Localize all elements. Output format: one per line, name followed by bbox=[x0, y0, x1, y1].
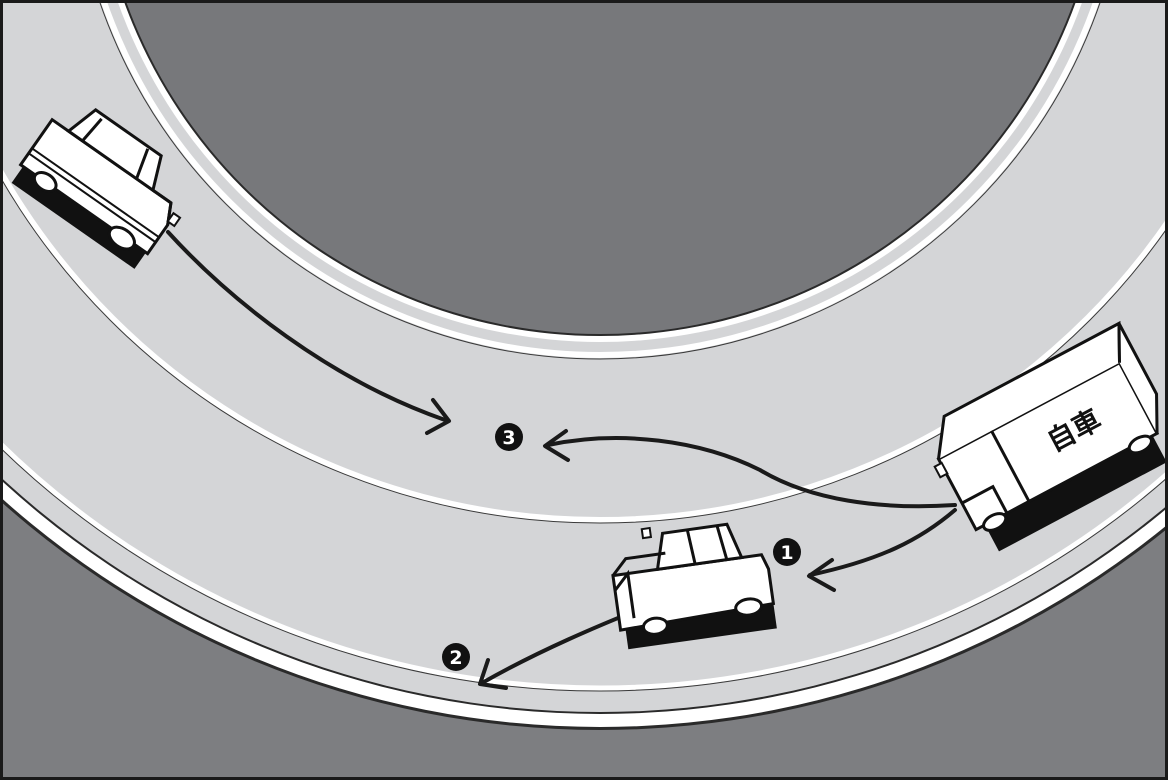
marker-2: 2 bbox=[442, 643, 470, 671]
marker-1: 1 bbox=[773, 538, 801, 566]
path-own-to-3 bbox=[546, 436, 957, 509]
own-vehicle-truck: 自車 bbox=[933, 320, 1167, 552]
lane-line-center bbox=[0, 164, 1168, 523]
marker-3-label: 3 bbox=[502, 427, 515, 449]
car-top-left bbox=[11, 108, 182, 269]
path-top-car bbox=[166, 230, 447, 422]
lane-line-center-edge bbox=[0, 175, 1168, 524]
car-middle bbox=[611, 522, 777, 650]
arrowhead-mid-car bbox=[478, 658, 508, 690]
marker-3: 3 bbox=[495, 423, 523, 451]
lane-line-inner-edge bbox=[98, 0, 1102, 360]
arrowhead-top-car bbox=[425, 398, 451, 435]
arrowhead-own-to-1 bbox=[807, 558, 836, 592]
lane-line-outer-edge bbox=[0, 446, 1168, 692]
path-own-to-1 bbox=[808, 508, 957, 577]
marker-2-label: 2 bbox=[449, 647, 462, 669]
infield bbox=[125, 0, 1075, 334]
arrowhead-own-to-3 bbox=[543, 429, 570, 462]
marker-1-label: 1 bbox=[780, 542, 793, 564]
lane-line-outer bbox=[0, 439, 1168, 691]
lane-line-inner bbox=[100, 0, 1100, 358]
